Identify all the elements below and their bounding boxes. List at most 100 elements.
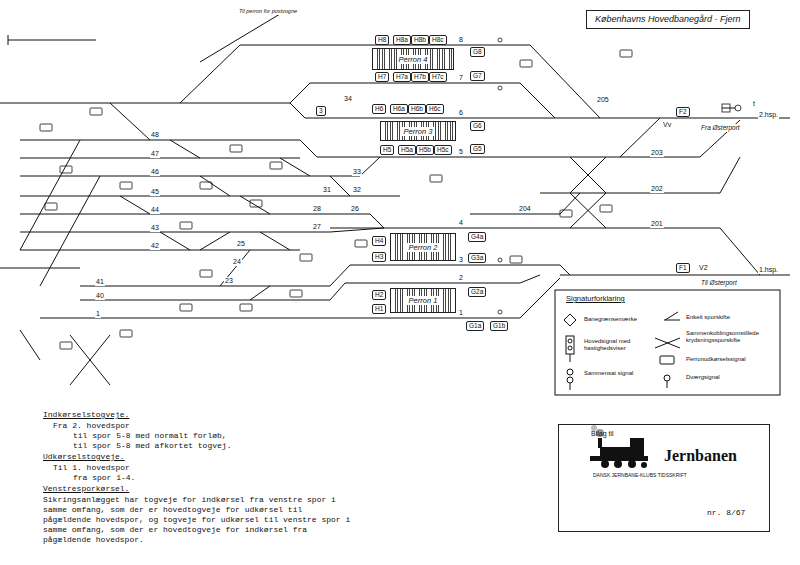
legend-text: Sammensat signal [584, 370, 654, 377]
signal-box: G7 [470, 71, 485, 81]
note-text: Fra 2. hovedspor [52, 421, 131, 431]
track-drawing [498, 310, 502, 314]
track-number: 45 [150, 188, 160, 196]
track-number: 34 [343, 95, 353, 103]
node-text: G5 [473, 145, 482, 152]
signal-box: G8 [470, 47, 485, 57]
track-drawing [598, 438, 602, 448]
node-text: G6 [473, 122, 482, 129]
legend-text: Perronudkørselssignal [686, 356, 774, 363]
node-text: H7b [414, 73, 426, 80]
track-number: 3 [458, 256, 464, 264]
node-text: H5 [383, 146, 391, 153]
node-text: Perron 4 [397, 55, 430, 64]
track-drawing [601, 460, 609, 468]
track-drawing [200, 270, 212, 277]
track-number: 203 [650, 149, 664, 157]
track-number: 41 [95, 278, 105, 286]
track-drawing [555, 290, 780, 395]
note-text: Udkørselstogveje. [42, 452, 126, 462]
signal-box: G2a [468, 287, 486, 297]
direction-label: t [752, 100, 756, 108]
track-lines [0, 14, 790, 385]
direction-label: Fra Østerport [700, 124, 741, 132]
signal-box: G6 [470, 121, 485, 131]
node-text: H1 [375, 305, 383, 312]
track-drawing [655, 338, 680, 348]
supplement-heading: Bilag til [591, 430, 614, 438]
issue-number: nr. 8/67 [707, 509, 745, 518]
signal-box: H6a [390, 104, 408, 114]
supplement-box: Bilag tilJernbanenDANSK JERNBANE-KLUBS T… [558, 424, 770, 532]
node-text: H8c [432, 36, 444, 43]
node-text: H6c [429, 105, 441, 112]
track-drawing [567, 369, 573, 375]
track-drawing [20, 228, 384, 232]
track-drawing [564, 314, 576, 326]
track-number: 5 [458, 148, 464, 156]
track-drawing [180, 222, 192, 229]
node-text: Københavns Hovedbanegård - Fjern [595, 14, 741, 24]
signal-box: H5a [398, 145, 416, 155]
track-drawing [567, 377, 573, 383]
track-drawing [560, 210, 572, 217]
track-drawing [20, 103, 350, 300]
track-drawing [570, 354, 571, 362]
signal-box: H3 [372, 252, 386, 262]
track-drawing [40, 278, 560, 318]
legend-text: Enkelt sporskifte [686, 314, 774, 321]
track-drawing [566, 336, 574, 354]
track-number: 42 [150, 242, 160, 250]
direction-label: 2.hsp. [758, 111, 779, 119]
track-number: 44 [150, 206, 160, 214]
signal-box: H7c [429, 72, 447, 82]
track-drawing [20, 120, 740, 157]
track-drawing [620, 50, 632, 57]
signal-box: H8b [411, 35, 429, 45]
track-drawing [200, 182, 212, 189]
node-text: G8 [473, 48, 482, 55]
signal-box: F2 [676, 107, 690, 117]
node-text: Perron 1 [407, 296, 440, 305]
track-number: 31 [322, 186, 332, 194]
direction-label: Vv [662, 121, 672, 129]
track-drawing [290, 290, 302, 297]
track-drawing [230, 145, 242, 152]
track-number: 43 [150, 224, 160, 232]
track-drawing [520, 60, 532, 67]
track-drawing [600, 205, 612, 212]
track-drawing [498, 258, 502, 262]
track-drawing [20, 250, 300, 251]
track-drawing [60, 166, 72, 173]
track-number: 205 [596, 96, 610, 104]
track-number: 23 [224, 277, 234, 285]
track-drawing [560, 275, 790, 276]
node-text: H6a [393, 105, 405, 112]
platform-box: Perron 1 [390, 288, 456, 313]
track-number: 25 [236, 240, 246, 248]
track-drawing [80, 275, 540, 300]
track-drawing [120, 330, 132, 337]
track-drawing [570, 383, 571, 390]
track-drawing [60, 342, 72, 349]
magazine-subtitle: DANSK JERNBANE-KLUBS TIDSSKRIFT [593, 473, 687, 479]
legend-text: Hovedsignal med hastighedsviser [584, 338, 654, 352]
node-text: G1b [493, 322, 505, 329]
signal-box: G5 [470, 144, 485, 154]
track-number: 204 [518, 205, 532, 213]
node-text: F2 [679, 108, 687, 115]
node-text: H3 [375, 253, 383, 260]
track-drawing [540, 157, 740, 193]
track-drawing [300, 254, 312, 261]
track-number: 4 [458, 219, 464, 227]
node-text: G2a [471, 288, 483, 295]
note-text: Til 1. hovedspor [52, 463, 131, 473]
signal-box: H8a [393, 35, 411, 45]
node-text: G4a [471, 233, 483, 240]
platform-box: Perron 4 [372, 48, 454, 70]
node-text: H5b [419, 146, 431, 153]
track-drawing [120, 182, 132, 189]
signal-box: H6b [408, 104, 426, 114]
track-drawing [568, 339, 572, 343]
